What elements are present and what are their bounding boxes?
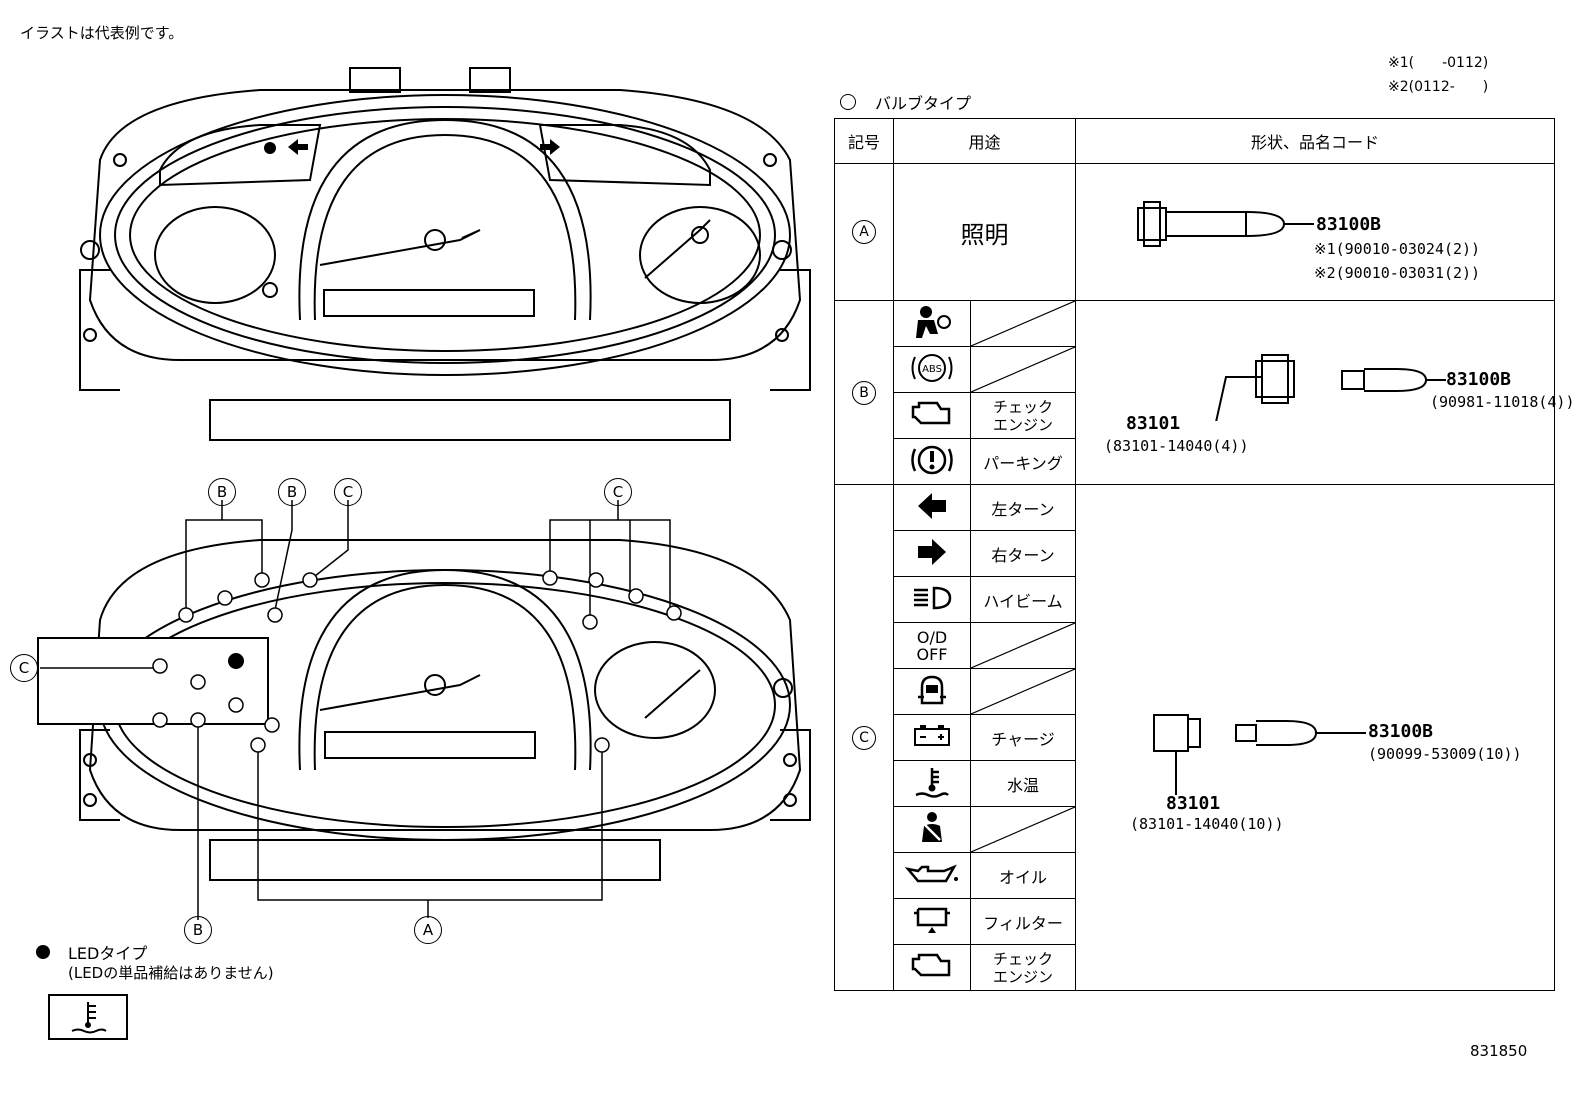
parking-brake-icon	[893, 438, 971, 485]
row-c-socket: 83101	[1166, 793, 1221, 814]
row-a-use: 照明	[893, 163, 1076, 301]
marker-c-1: C	[334, 478, 362, 506]
bulb-type-label: バルブタイプ	[875, 94, 972, 113]
row-c-use-9: オイル	[970, 852, 1076, 899]
row-a-shape: 83100B ※1(90010-03024(2)) ※2(90010-03031…	[1075, 163, 1555, 301]
marker-c-2: C	[604, 478, 632, 506]
row-c-use-5	[970, 668, 1076, 715]
row-c-use-3: ハイビーム	[970, 576, 1076, 623]
cluster-top-drawing	[79, 67, 811, 441]
row-c-shape: 83100B (90099-53009(10)) 83101 (83101-14…	[1075, 484, 1555, 991]
wedge-bulb-icon	[1137, 201, 1314, 247]
row-b-socket-code: (83101-14040(4))	[1104, 437, 1249, 455]
row-c-use-1: 左ターン	[970, 484, 1076, 531]
abs-icon: ABS	[893, 346, 971, 393]
row-b-shape: 83100B (90981-11018(4)) 83101 (83101-140…	[1075, 300, 1575, 485]
row-a-part: 83100B	[1316, 214, 1382, 235]
marker-a-1: A	[414, 916, 442, 944]
row-c-bulb-code: (90099-53009(10))	[1368, 745, 1522, 763]
turn-left-icon	[893, 484, 971, 531]
row-b-use-4: パーキング	[970, 438, 1076, 485]
cluster-bottom-drawing	[37, 500, 811, 920]
row-a-code2: ※2(90010-03031(2))	[1314, 264, 1481, 282]
svg-text:ABS: ABS	[922, 364, 942, 375]
airbag-icon	[893, 300, 971, 347]
check-engine-icon	[893, 392, 971, 439]
row-c-use-11: チェック エンジン	[970, 944, 1076, 991]
row-c-use-10: フィルター	[970, 898, 1076, 945]
socket-bulb-c-icon	[1153, 714, 1366, 795]
row-c-use-8	[970, 806, 1076, 853]
bulb-type-circle-icon	[840, 94, 856, 110]
marker-b-2: B	[278, 478, 306, 506]
parts-table: 記号 用途 形状、品名コード A 照明 83100B ※1(90010-0302…	[834, 118, 1575, 991]
high-beam-icon	[893, 576, 971, 623]
led-type-note: (LEDの単品補給はありません)	[68, 964, 274, 982]
note-text: イラストは代表例です。	[20, 24, 184, 42]
row-b-symbol: B	[834, 300, 894, 485]
row-a-code1: ※1(90010-03024(2))	[1314, 240, 1481, 258]
oil-pressure-icon	[893, 852, 971, 899]
door-ajar-icon	[893, 668, 971, 715]
turn-right-icon	[893, 530, 971, 577]
row-c-use-6: チャージ	[970, 714, 1076, 761]
col-shape: 形状、品名コード	[1075, 118, 1555, 164]
water-temp-led-icon	[48, 994, 128, 1040]
page-code: 831850	[1470, 1042, 1528, 1060]
oil-filter-icon	[893, 898, 971, 945]
battery-icon	[893, 714, 971, 761]
socket-bulb-b-icon	[1215, 354, 1446, 421]
row-c-use-4	[970, 622, 1076, 669]
row-c-symbol: C	[834, 484, 894, 991]
ref1-text: ※1( -0112)	[1388, 55, 1489, 71]
seatbelt-icon	[893, 806, 971, 853]
led-type-label: LEDタイプ	[68, 944, 148, 963]
row-b-use-1	[970, 300, 1076, 347]
row-c-socket-code: (83101-14040(10))	[1130, 815, 1284, 833]
row-b-bulb-code: (90981-11018(4))	[1430, 393, 1575, 411]
row-b-use-3: チェック エンジン	[970, 392, 1076, 439]
led-type-dot-icon	[36, 945, 50, 959]
marker-c-3: C	[10, 654, 38, 682]
water-temp-icon	[893, 760, 971, 807]
row-c-bulb: 83100B	[1368, 721, 1434, 742]
row-c-use-2: 右ターン	[970, 530, 1076, 577]
row-b-use-2	[970, 346, 1076, 393]
row-c-use-7: 水温	[970, 760, 1076, 807]
led-dot	[228, 653, 244, 669]
col-use: 用途	[893, 118, 1076, 164]
row-a-symbol: A	[834, 163, 894, 301]
marker-b-3: B	[184, 916, 212, 944]
col-symbol: 記号	[834, 118, 894, 164]
check-engine-c-icon	[893, 944, 971, 991]
ref2-text: ※2(0112- )	[1388, 79, 1489, 95]
row-b-socket: 83101	[1126, 413, 1181, 434]
marker-b-1: B	[208, 478, 236, 506]
row-b-bulb: 83100B	[1446, 369, 1512, 390]
